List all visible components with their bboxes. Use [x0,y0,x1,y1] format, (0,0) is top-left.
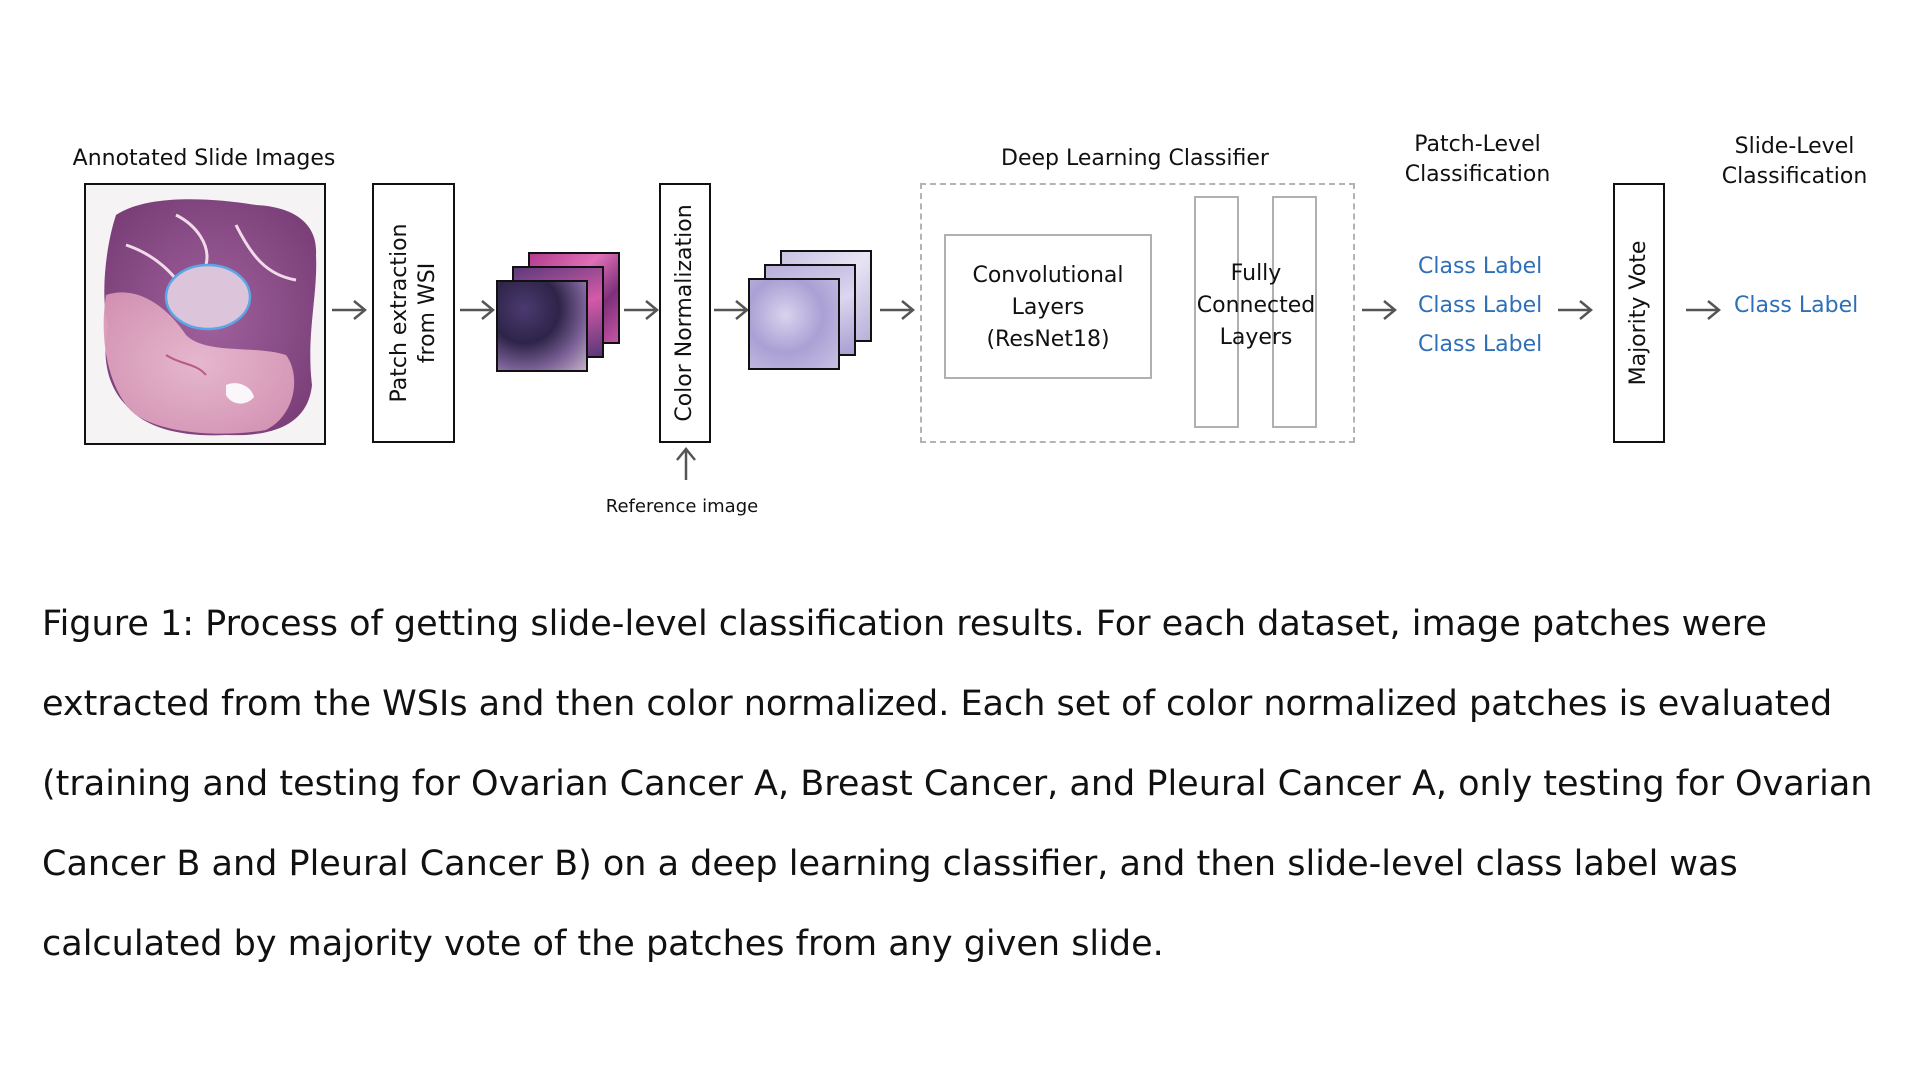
arrow-right-icon [460,300,495,320]
arrow-right-icon [880,300,915,320]
conv-label-3: (ResNet18) [986,327,1110,352]
normalized-patch-front [748,278,840,370]
conv-label-1: Convolutional [972,263,1124,288]
patch-level-title: Patch-Level Classification [1395,130,1560,190]
patch-level-title-2: Classification [1404,162,1551,187]
patch-extraction-box: Patch extraction from WSI [372,183,455,443]
patch-extraction-label-1: Patch extraction [386,223,412,403]
arrow-up-icon [676,447,696,480]
fc-label-3: Layers [1219,325,1293,350]
fc-label-2: Connected [1196,293,1316,318]
slide-level-title-1: Slide-Level [1734,134,1855,159]
majority-vote-box: Majority Vote [1613,183,1665,443]
figure-caption: Figure 1: Process of getting slide-level… [42,604,1873,964]
fc-label-1: Fully [1230,261,1282,286]
fully-connected-layer-1 [1194,196,1239,428]
arrow-right-icon [714,300,749,320]
raw-patch-stack [496,252,620,376]
arrow-right-icon [1558,300,1593,320]
color-normalization-box: Color Normalization [659,183,711,443]
arrow-right-icon [624,300,659,320]
color-normalization-label: Color Normalization [672,204,697,422]
slide-level-title-2: Classification [1721,164,1868,189]
fully-connected-layer-2 [1272,196,1317,428]
deep-learning-classifier-box [920,183,1355,443]
annotated-slide-title: Annotated Slide Images [72,146,336,171]
patch-extraction-label-2: from WSI [414,262,440,364]
slide-image [84,183,326,445]
arrow-right-icon [332,300,367,320]
arrow-right-icon [1362,300,1397,320]
patch-level-title-1: Patch-Level [1414,132,1541,157]
raw-patch-front [496,280,588,372]
patch-class-label: Class Label [1418,293,1543,318]
patch-class-label: Class Label [1418,332,1543,357]
fully-connected-label: Fully Connected Layers [1186,258,1326,354]
normalized-patch-stack [748,250,872,374]
arrow-right-icon [1686,300,1721,320]
reference-image-label: Reference image [605,496,759,517]
slide-level-title: Slide-Level Classification [1712,132,1877,192]
patch-class-label: Class Label [1418,254,1543,279]
convolutional-layers-box: Convolutional Layers (ResNet18) [944,234,1152,379]
conv-label-2: Layers [1011,295,1085,320]
majority-vote-label: Majority Vote [1626,240,1651,386]
slide-class-label: Class Label [1734,293,1859,318]
deep-learning-title: Deep Learning Classifier [1001,146,1269,171]
